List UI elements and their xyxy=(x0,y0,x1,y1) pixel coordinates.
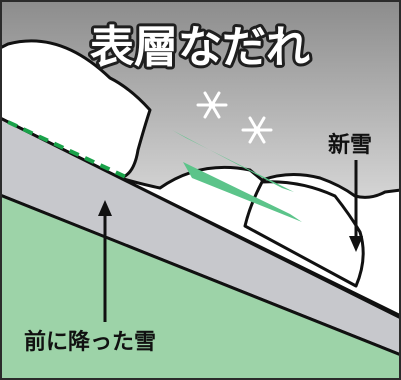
snowflake-icon xyxy=(196,91,228,119)
diagram-title: 表層なだれ xyxy=(90,22,310,73)
arrow-up-icon xyxy=(98,200,112,322)
arrow-down-icon xyxy=(349,160,363,252)
new-snow-label: 新雪 xyxy=(328,132,372,158)
ground xyxy=(0,193,401,380)
slide-streak-lower xyxy=(183,162,302,222)
snowflake-icon xyxy=(241,116,273,144)
new-snow-slab-upper xyxy=(0,39,152,180)
old-snow-layer xyxy=(0,116,401,357)
old-snow-label: 前に降った雪 xyxy=(24,329,156,355)
weak-layer-dash-line xyxy=(7,120,129,180)
